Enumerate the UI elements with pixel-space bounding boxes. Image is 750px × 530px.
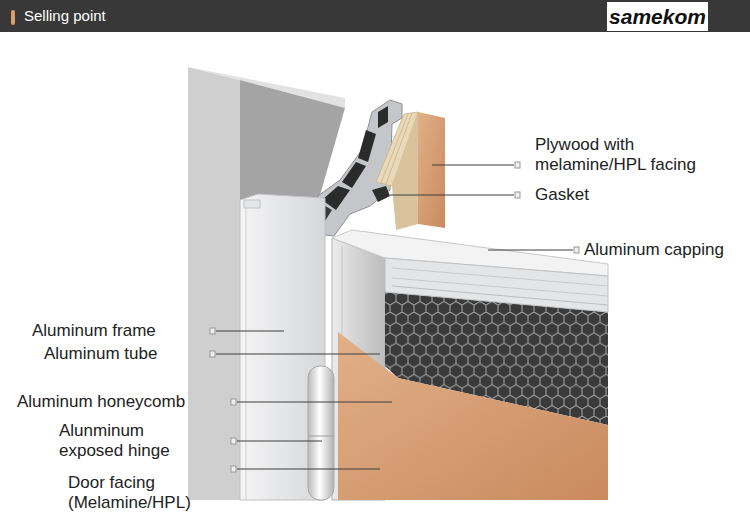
part-label: Aluminum tube [44, 344, 157, 364]
plywood-edge [376, 112, 445, 230]
part-label: Aluminum frame [32, 321, 156, 341]
aluminum-capping [332, 230, 608, 312]
door-facing [338, 332, 608, 500]
part-label: Aluminum capping [584, 240, 724, 260]
part-label: Gasket [535, 185, 589, 205]
brand-logo: samekom [607, 2, 708, 31]
callout-markers [210, 162, 579, 472]
logo-box [607, 2, 708, 31]
part-label: Alunminum exposed hinge [59, 421, 201, 461]
part-label: Plywood with melamine/HPL facing [535, 135, 715, 175]
header-tick [11, 10, 15, 25]
wall-face [188, 67, 240, 500]
header-band [0, 0, 750, 32]
frame-lip [244, 200, 260, 208]
frame-groove [246, 206, 247, 500]
part-label: Door facing (Melamine/HPL) [68, 473, 218, 513]
page-title: Selling point [24, 7, 106, 25]
exposed-hinge [308, 366, 334, 500]
leader-lines [216, 165, 573, 469]
part-label: Aluminum honeycomb [17, 392, 185, 412]
gasket-shape [372, 186, 390, 202]
